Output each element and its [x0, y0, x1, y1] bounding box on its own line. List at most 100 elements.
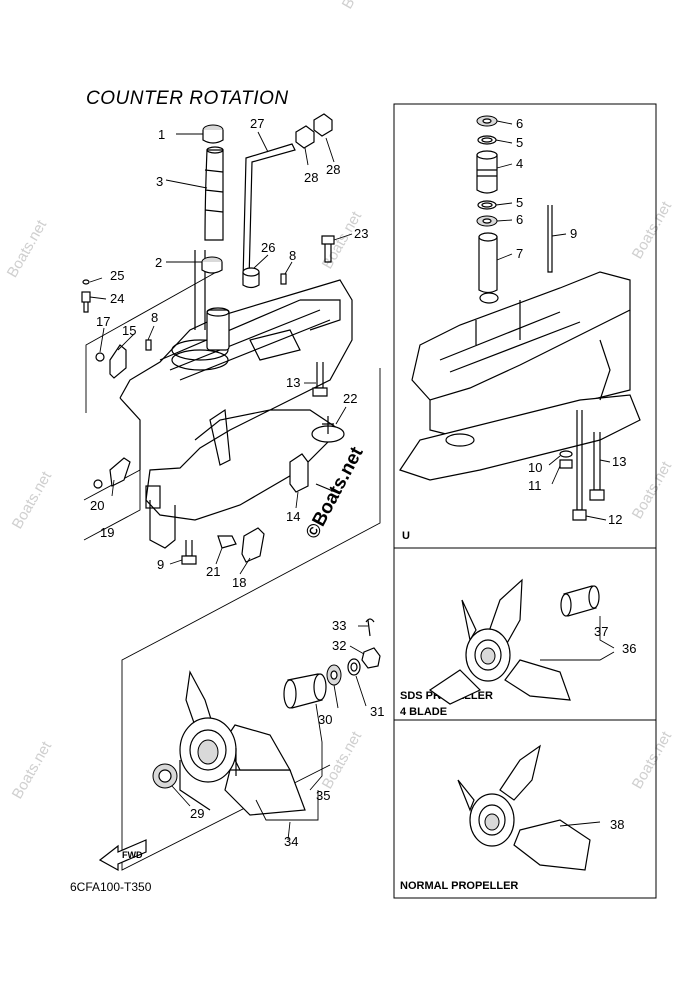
sds-4-blade-label: 4 BLADE — [400, 706, 448, 718]
part-8-dowel — [280, 273, 287, 285]
counter-rotation-propeller — [179, 670, 306, 816]
callout-35: 35 — [316, 788, 330, 803]
callout-29: 29 — [190, 806, 204, 821]
callout-5: 5 — [516, 135, 523, 150]
callout-10: 10 — [528, 460, 542, 475]
callout-1: 1 — [158, 127, 165, 142]
normal-propeller — [457, 744, 591, 871]
callout-21: 21 — [206, 564, 220, 579]
leader-lines — [89, 120, 615, 841]
part-30-washer — [326, 664, 342, 686]
part-35-spline-washer — [283, 673, 327, 709]
part-11-nut — [559, 459, 573, 469]
watermark: Boats.net — [629, 198, 676, 262]
callout-18: 18 — [232, 575, 246, 590]
callout-28: 28 — [304, 170, 318, 185]
callout-26: 26 — [261, 240, 275, 255]
callout-17: 17 — [96, 314, 110, 329]
callout-24: 24 — [110, 291, 124, 306]
callout-23: 23 — [354, 226, 368, 241]
callouts: 1 3 2 27 28 28 26 8 23 25 24 17 15 8 13 … — [90, 116, 636, 849]
watermark: Boats.net — [319, 728, 366, 792]
callout-11: 11 — [528, 478, 542, 493]
callout-15: 15 — [122, 323, 136, 338]
part-29-thrust-washer — [152, 763, 178, 789]
callout-2: 2 — [155, 255, 162, 270]
part-2-grommet — [201, 256, 223, 274]
sds-propeller-box — [393, 547, 657, 721]
callout-14: 14 — [286, 509, 300, 524]
callout-6: 6 — [516, 116, 523, 131]
part-13-long-bolt — [589, 432, 605, 501]
watermark: Boats.net — [4, 217, 51, 281]
part-18-cover — [241, 527, 265, 563]
part-20-anode-bracket — [93, 457, 131, 489]
callout-32: 32 — [332, 638, 346, 653]
part-13-bolt — [312, 362, 328, 397]
callout-34: 34 — [284, 834, 298, 849]
part-8-dowel — [145, 339, 152, 351]
part-15-anode — [95, 344, 127, 379]
callout-13: 13 — [286, 375, 300, 390]
callout-37: 37 — [594, 624, 608, 639]
normal-propeller-label: NORMAL PROPELLER — [400, 880, 519, 892]
callout-20: 20 — [90, 498, 104, 513]
callout-28: 28 — [326, 162, 340, 177]
part-28-blocks — [295, 113, 333, 149]
drawing-code: 6CFA100-T350 — [70, 880, 152, 894]
fwd-label: FWD — [122, 850, 143, 860]
part-7-sleeve — [478, 232, 499, 304]
callout-25: 25 — [110, 268, 124, 283]
fwd-arrow: FWD — [98, 839, 147, 872]
watermark: Boats.net — [629, 458, 676, 522]
part-33-cotter-pin — [365, 618, 375, 637]
part-10-washer — [559, 450, 573, 458]
callout-27: 27 — [250, 116, 264, 131]
diagram-title: COUNTER ROTATION — [86, 88, 289, 109]
part-12-bolt — [572, 410, 587, 521]
part-14-trim-tab — [289, 453, 341, 495]
callout-5: 5 — [516, 195, 523, 210]
callout-4: 4 — [516, 156, 523, 171]
callout-9: 9 — [157, 557, 164, 572]
part-6-oil-seal-bottom — [476, 215, 498, 227]
part-4-bearing — [476, 150, 498, 194]
upper-casing-u — [399, 271, 641, 481]
group-outline-prop — [121, 368, 381, 871]
part-23-bolt — [321, 235, 335, 263]
part-26-bushing — [242, 267, 260, 289]
callout-7: 7 — [516, 246, 523, 261]
part-21-screw — [217, 535, 237, 549]
part-5-washer-top — [477, 135, 497, 145]
part-22-disc — [311, 416, 345, 443]
callout-13: 13 — [612, 454, 626, 469]
watermark: Boats.net — [9, 738, 56, 802]
panel-u-label: U — [402, 530, 410, 542]
part-1-cap — [202, 124, 224, 144]
watermark: Boats.net — [629, 728, 676, 792]
part-37-spline-washer — [560, 585, 600, 617]
callout-30: 30 — [318, 712, 332, 727]
watermark: Boats.net — [9, 468, 56, 532]
callout-8: 8 — [289, 248, 296, 263]
callout-38: 38 — [610, 817, 624, 832]
callout-3: 3 — [156, 174, 163, 189]
normal-propeller-box — [393, 719, 657, 899]
callout-31: 31 — [370, 704, 384, 719]
sds-propeller — [428, 578, 571, 705]
watermark: Boats.net — [339, 0, 386, 12]
callout-19: 19 — [100, 525, 114, 540]
part-31-washer — [347, 658, 361, 676]
part-27-shift-rod — [242, 143, 296, 281]
callout-33: 33 — [332, 618, 346, 633]
part-3-water-tube — [204, 146, 224, 241]
callout-36: 36 — [622, 641, 636, 656]
part-5-washer-bottom — [477, 200, 497, 210]
part-6-oil-seal-top — [476, 115, 498, 127]
part-9-bolt — [181, 540, 197, 565]
group-outline-left — [85, 269, 221, 413]
callout-8: 8 — [151, 310, 158, 325]
part-24-plug — [81, 279, 91, 313]
callout-9: 9 — [570, 226, 577, 241]
